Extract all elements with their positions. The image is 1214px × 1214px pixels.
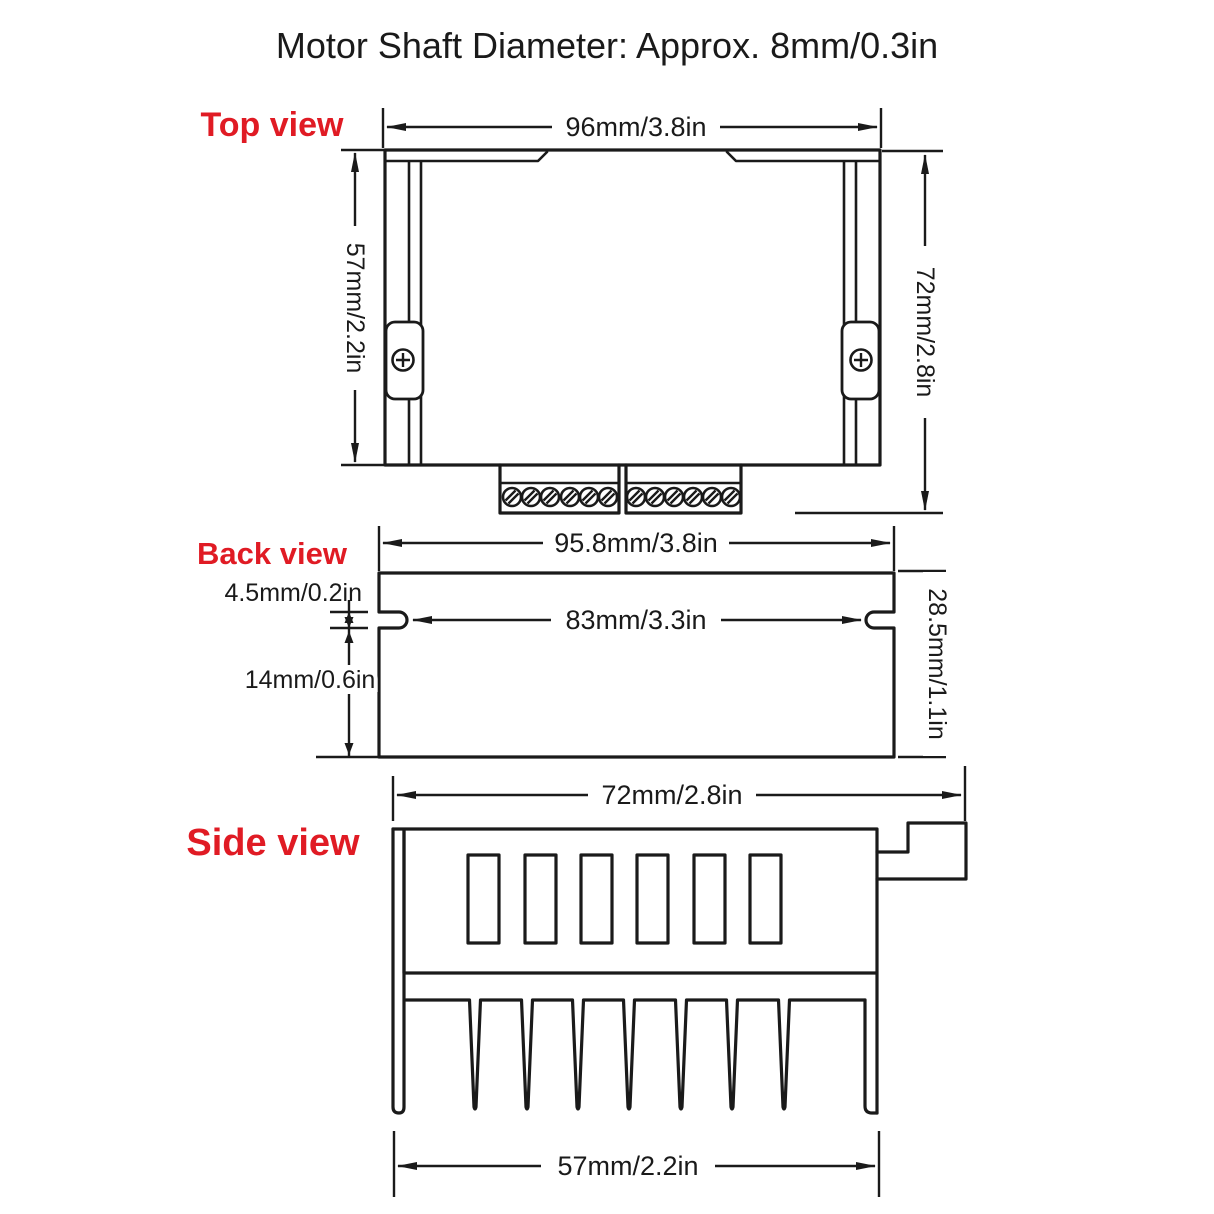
vent-slots (466, 853, 783, 945)
side-width-dimension: 72mm/2.8in (601, 780, 742, 810)
top-height-left-dimension: 57mm/2.2in (341, 243, 369, 374)
heatsink-fins (404, 998, 867, 1111)
top-height-right-dimension: 72mm/2.8in (911, 267, 939, 398)
top-height-left-ticks (341, 148, 384, 467)
side-view-body (391, 827, 879, 1115)
terminal-screw-icon (663, 486, 685, 508)
terminal-screw-icon (578, 486, 600, 508)
back-slot-height-dimension: 4.5mm/0.2in (224, 579, 362, 607)
terminal-screw-icon (501, 486, 523, 508)
terminal-screw-icon (644, 486, 666, 508)
vent-slot (523, 853, 558, 945)
side-bottom-extension-lines (392, 1131, 881, 1197)
left-flange-lines (407, 160, 423, 466)
dim-text-mask (552, 112, 720, 141)
arrow-down-icon (344, 617, 354, 628)
back-slot-width-dimension: 83mm/3.3in (565, 605, 706, 635)
back-height-dim-group: 28.5mm/1.1in (919, 572, 955, 756)
terminal-screw-icon (682, 486, 704, 508)
dim-text-mask (244, 665, 376, 694)
terminal-screw-icon (701, 486, 723, 508)
back-height-ticks (898, 569, 946, 759)
terminal-screw-icon (720, 486, 742, 508)
dim-text-mask (911, 246, 941, 418)
dim-text-mask (543, 528, 729, 557)
terminal-block-right (624, 463, 743, 515)
top-height-left-dim-group: 57mm/2.2in (337, 226, 373, 390)
top-lip-left (384, 150, 549, 163)
vent-slot (748, 853, 783, 945)
top-height-right-ticks (795, 149, 943, 515)
diagram-title: Motor Shaft Diameter: Approx. 8mm/0.3in (276, 25, 938, 66)
side-bottom-dimension: 57mm/2.2in (557, 1151, 698, 1181)
side-view-drawing: Side view 72mm/2.8in 57mm/2.2in (186, 766, 968, 1197)
side-view-label: Side view (186, 822, 360, 864)
back-view-label: Back view (197, 536, 348, 571)
dim-text-mask (588, 781, 756, 809)
connector-tab (875, 821, 968, 881)
top-view-label: Top view (201, 106, 344, 144)
arrow-up-icon (344, 631, 354, 643)
back-width-extension-lines (377, 526, 896, 571)
dim-text-mask (551, 606, 721, 634)
side-width-extension-lines (391, 766, 967, 821)
vent-slot (466, 853, 501, 945)
back-view-drawing: Back view 95.8mm/3.8in 83mm/3.3in 4.5mm/… (197, 524, 955, 759)
dim-text-mask (923, 572, 951, 756)
terminal-screw-icon (597, 486, 619, 508)
terminal-screw-icon (520, 486, 542, 508)
back-width-dimension: 95.8mm/3.8in (554, 528, 718, 558)
vent-slot (579, 853, 614, 945)
arrow-down-icon (344, 743, 354, 755)
top-lip-right (725, 150, 881, 163)
terminal-screw-icon (539, 486, 561, 508)
vent-slot (692, 853, 727, 945)
back-height-dimension: 28.5mm/1.1in (923, 588, 951, 739)
top-view-drawing: Top view 96mm/3.8in (201, 106, 943, 515)
top-view-body (383, 148, 882, 467)
top-height-right-dim-group: 72mm/2.8in (907, 246, 943, 418)
dim-text-mask (541, 1150, 715, 1180)
back-slot-to-bottom-dimension: 14mm/0.6in (245, 666, 376, 694)
heatsink-end-fin (863, 998, 879, 1115)
back-view-body (377, 571, 896, 759)
terminal-screw-icon (625, 486, 647, 508)
right-flange-lines (842, 160, 858, 466)
terminal-block-left (498, 463, 621, 515)
terminal-screw-icon (559, 486, 581, 508)
top-width-extension-lines (381, 108, 883, 148)
vent-slot (635, 853, 670, 945)
dim-text-mask (341, 226, 371, 390)
side-front-plate (391, 827, 406, 1115)
top-width-dimension: 96mm/3.8in (565, 112, 706, 142)
